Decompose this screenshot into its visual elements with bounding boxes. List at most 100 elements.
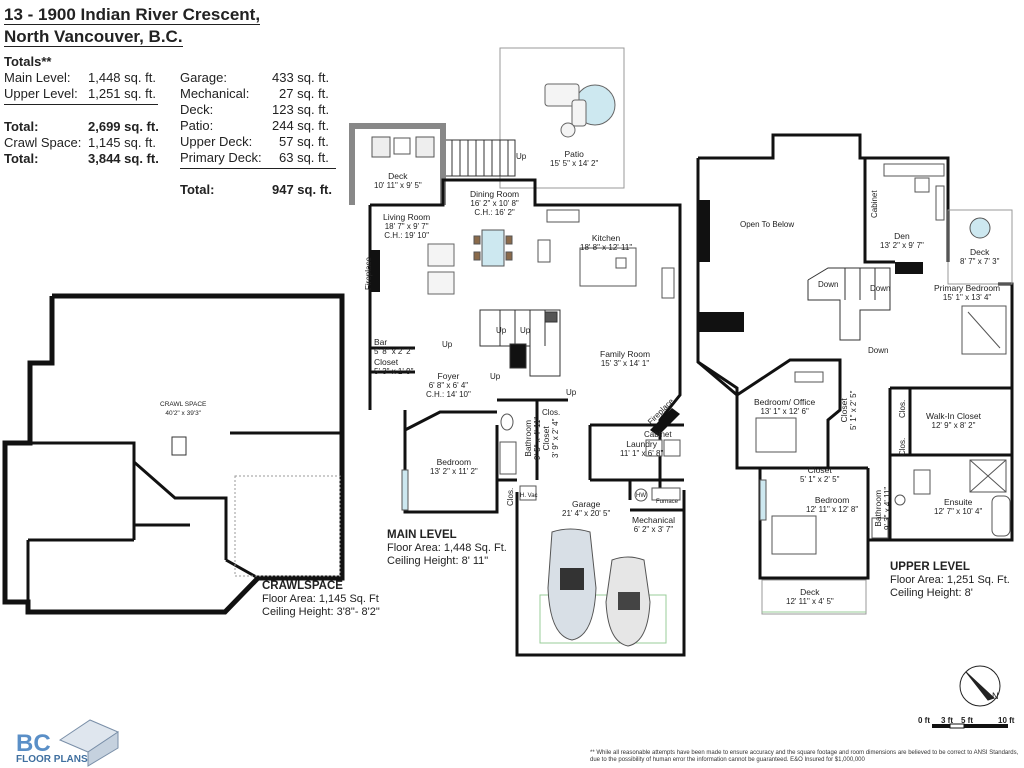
- label-up-6: Up: [566, 388, 577, 397]
- totals-upperdeck-value: 57 sq. ft.: [279, 134, 329, 149]
- main-deck-outline: [349, 123, 446, 205]
- crawlspace-plan: [2, 293, 345, 615]
- label-up-2: Up: [496, 326, 507, 335]
- primary-deck-table: [969, 217, 991, 239]
- caption-main-level: MAIN LEVEL Floor Area: 1,448 Sq. Ft. Cei…: [387, 529, 507, 568]
- totals-total1-value: 2,699 sq. ft.: [88, 119, 159, 134]
- totals-primarydeck-value: 63 sq. ft.: [279, 150, 329, 165]
- crawlspace-stair-mark: [171, 436, 187, 456]
- scale-bar: [932, 723, 1008, 729]
- upper-bedroom-bed: [771, 515, 817, 555]
- caption-upper-level: UPPER LEVEL Floor Area: 1,251 Sq. Ft. Ce…: [890, 561, 1010, 600]
- label-up-3: Up: [520, 326, 531, 335]
- label-clos-1: Clos.: [542, 408, 561, 417]
- scale-tick-3: 3 ft: [941, 716, 953, 725]
- main-stairs: [479, 309, 561, 377]
- patio-outline: [499, 47, 625, 189]
- label-cabinet-laundry: Cabinet: [644, 430, 672, 439]
- label-fireplace-living: Fireplace: [364, 257, 373, 290]
- crawlspace-ceiling: Ceiling Height: 3'8"- 8'2": [262, 606, 380, 618]
- label-clos-2: Clos.: [506, 487, 515, 506]
- primary-deck-outline: [947, 209, 1013, 285]
- bath-main-fixtures: [499, 413, 517, 475]
- totals-main-label: Main Level:: [4, 70, 71, 85]
- totals-heading: Totals**: [4, 54, 52, 69]
- totals-upper-value: 1,251 sq. ft.: [88, 86, 156, 101]
- dining-table: [473, 229, 513, 267]
- totals-total1-label: Total:: [4, 119, 39, 134]
- patio-furniture: [544, 83, 616, 138]
- label-cabinet-den: Cabinet: [870, 190, 879, 218]
- address-line-1: 13 - 1900 Indian River Crescent,: [4, 5, 261, 25]
- logo-graphic: [58, 719, 120, 767]
- crawlspace-area: Floor Area: 1,145 Sq. Ft: [262, 593, 379, 605]
- totals-divider-left: [4, 104, 158, 105]
- label-up-4: Up: [442, 340, 453, 349]
- disclaimer: ** While all reasonable attempts have be…: [590, 750, 1019, 763]
- laundry-appliances: [519, 439, 681, 502]
- ensuite-fixtures: [913, 459, 1011, 537]
- den-furniture: [883, 163, 945, 221]
- north-arrow: [959, 665, 1001, 707]
- caption-crawlspace: CRAWLSPACE Floor Area: 1,145 Sq. Ft Ceil…: [262, 580, 380, 619]
- main-level-name: MAIN LEVEL: [387, 529, 457, 541]
- label-clos-upper-1: Clos.: [898, 399, 907, 418]
- label-down-3: Down: [868, 346, 889, 355]
- scale-tick-5: 5 ft: [961, 716, 973, 725]
- label-open-below: Open To Below: [740, 220, 795, 229]
- totals-mech-label: Mechanical:: [180, 86, 250, 101]
- logo-bc: BC: [16, 730, 51, 757]
- totals-main-value: 1,448 sq. ft.: [88, 70, 156, 85]
- living-sofas: [427, 243, 455, 295]
- upper-level-area: Floor Area: 1,251 Sq. Ft.: [890, 574, 1010, 586]
- label-up-patio: Up: [516, 152, 527, 161]
- garage-cars: [539, 528, 667, 647]
- totals-patio-value: 244 sq. ft.: [272, 118, 330, 133]
- totals-upperdeck-label: Upper Deck:: [180, 134, 253, 149]
- primary-fireplace: [895, 262, 923, 274]
- upper-bath-fixtures: [871, 494, 906, 539]
- label-clos-upper-2: Clos.: [898, 437, 907, 456]
- kitchen-fixtures: [537, 209, 675, 299]
- label-hvac: H. Vac: [520, 493, 538, 499]
- logo-floor-plans: FLOOR PLANS: [16, 754, 88, 765]
- totals-crawl-label: Crawl Space:: [4, 135, 82, 150]
- totals-garage-label: Garage:: [180, 70, 227, 85]
- patio-stairs: [444, 139, 516, 177]
- label-hw: HW: [636, 493, 646, 499]
- deck-table: [371, 136, 435, 158]
- totals-patio-label: Patio:: [180, 118, 214, 133]
- totals-total3-label: Total:: [180, 182, 215, 197]
- upper-level-name: UPPER LEVEL: [890, 561, 970, 573]
- upper-level-ceiling: Ceiling Height: 8': [890, 587, 973, 599]
- scale-tick-0: 0 ft: [918, 716, 930, 725]
- totals-mech-value: 27 sq. ft.: [279, 86, 329, 101]
- upper-stairs: [807, 267, 891, 341]
- main-level-ceiling: Ceiling Height: 8' 11": [387, 555, 489, 567]
- totals-upper-label: Upper Level:: [4, 86, 78, 101]
- totals-total2-value: 3,844 sq. ft.: [88, 151, 159, 166]
- label-down-1: Down: [818, 280, 839, 289]
- totals-garage-value: 433 sq. ft.: [272, 70, 330, 85]
